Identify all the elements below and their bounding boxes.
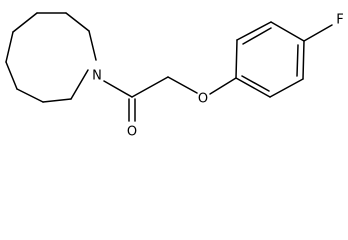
ring-bond — [88, 30, 97, 61]
ring-bond — [65, 12, 90, 32]
atom-labels: N O O F — [92, 13, 344, 140]
aromatic-inner-bond — [241, 75, 270, 92]
ring-bond — [12, 12, 38, 33]
bond-set — [5, 12, 333, 122]
aromatic-bond — [269, 78, 304, 98]
ring-bond — [5, 31, 14, 63]
n-carbonyl-bond — [103, 80, 133, 98]
aromatic-bond — [235, 77, 271, 98]
ring-bond — [16, 88, 44, 103]
aromatic-bond — [302, 40, 305, 80]
ring-bond — [42, 98, 72, 103]
carbonyl-ch2-bond — [131, 76, 169, 98]
ether-oxygen-label: O — [198, 92, 208, 107]
c-f-bond — [303, 24, 333, 42]
structure-canvas: N O O F — [5, 12, 344, 140]
fluorine-label: F — [336, 13, 343, 28]
aromatic-bond — [236, 21, 272, 41]
ether-aryl-bond — [209, 77, 237, 95]
ch2-ether-bond — [167, 76, 198, 94]
aromatic-bond — [235, 39, 238, 79]
aromatic-inner-bond — [296, 44, 299, 77]
aromatic-inner-bond — [242, 27, 272, 45]
carbonyl-oxygen-label: O — [127, 125, 137, 140]
nitrogen-label: N — [92, 69, 102, 84]
ring-bond — [5, 61, 18, 90]
chemical-structure: N O O F — [5, 12, 344, 140]
aromatic-bond — [270, 21, 305, 42]
ring-bond — [70, 69, 89, 100]
